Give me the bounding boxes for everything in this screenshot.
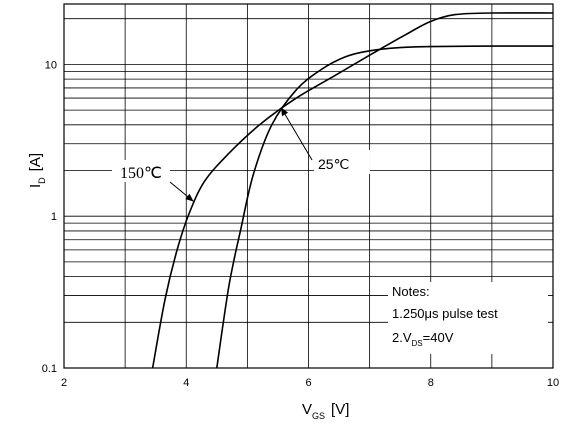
notes-bg — [388, 282, 548, 354]
notes-line-2: 2.VDS=40V — [392, 330, 454, 348]
x-tick-label: 4 — [183, 377, 189, 389]
notes-line-1: 1.250μs pulse test — [392, 306, 498, 321]
series-line-25C — [216, 45, 554, 369]
annotation-25C: 25℃ — [318, 156, 349, 172]
series-line-150C — [151, 12, 554, 369]
grid — [64, 4, 553, 368]
notes-line-2-sub: DS — [412, 339, 423, 348]
x-tick-label: 2 — [61, 377, 67, 389]
y-tick-label: 10 — [45, 59, 57, 71]
x-tick-label: 8 — [428, 377, 434, 389]
notes-line-2-suffix: =40V — [423, 330, 454, 345]
x-axis-unit: [V] — [331, 401, 349, 418]
notes-heading: Notes: — [392, 284, 430, 299]
x-axis-subscript: GS — [312, 411, 325, 421]
y-axis-subscript: D — [37, 177, 47, 184]
annotation-arrows — [169, 107, 313, 202]
x-tick-label: 10 — [547, 377, 559, 389]
annotation-150C: 150℃ — [120, 165, 162, 182]
y-axis-unit: [A] — [27, 153, 44, 171]
y-axis-symbol: I — [27, 184, 44, 188]
arrow-150C-head — [185, 193, 194, 202]
arrow-25C-shaft — [280, 107, 313, 161]
x-axis-symbol: V — [302, 401, 312, 418]
arrow-25C-head — [281, 107, 289, 117]
label-150-bg — [112, 160, 170, 182]
plot-frame — [63, 3, 554, 369]
tick-labels: 2 4 6 8 10 0.1 1 10 — [42, 59, 559, 389]
series-curves — [151, 12, 554, 369]
y-axis-label: ID [A] — [27, 153, 47, 188]
x-tick-label: 6 — [305, 377, 311, 389]
x-axis-label: VGS [V] — [302, 401, 349, 421]
y-tick-label: 0.1 — [42, 363, 57, 375]
y-tick-label: 1 — [51, 211, 57, 223]
notes-line-2-prefix: 2.V — [392, 330, 412, 345]
label-25-bg — [314, 150, 370, 174]
